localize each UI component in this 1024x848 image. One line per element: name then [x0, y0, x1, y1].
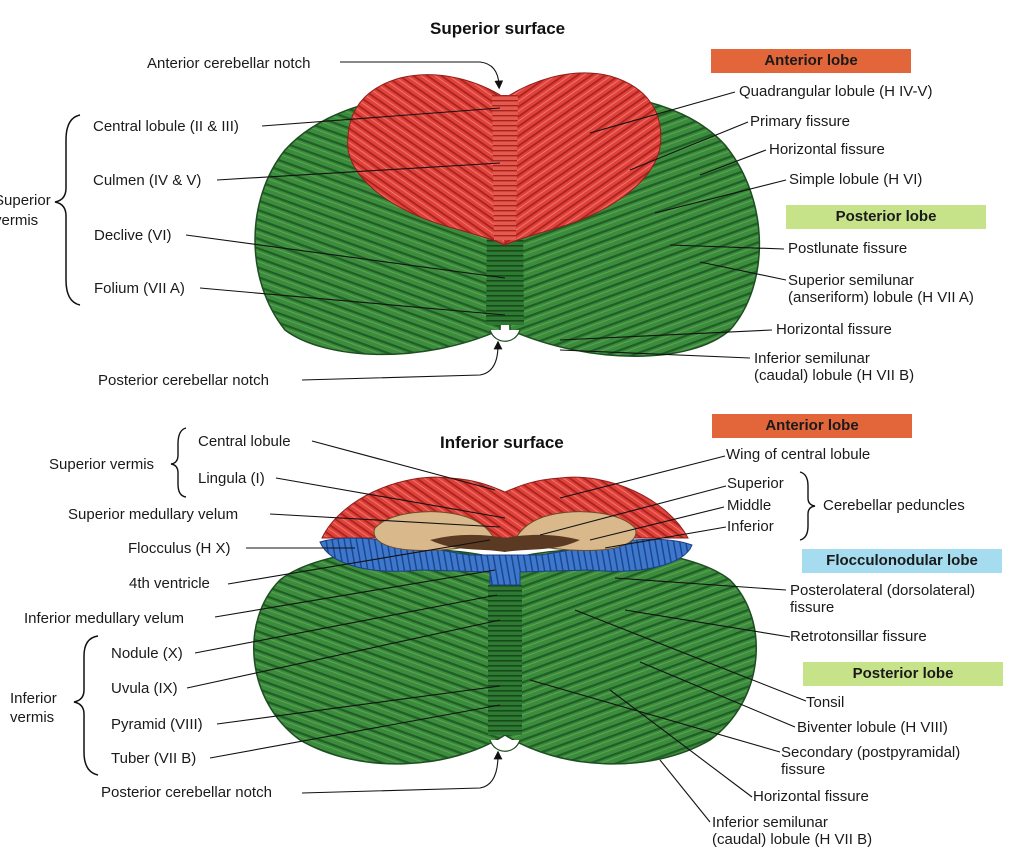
- horizontal-fissure-label-inferior: Horizontal fissure: [753, 788, 869, 805]
- flocculus-label: Flocculus (H X): [128, 540, 231, 557]
- inferior-medullary-velum-label: Inferior medullary velum: [24, 610, 185, 627]
- horizontal-fissure-label-superior-2: Horizontal fissure: [776, 321, 892, 338]
- anterior-cerebellar-notch-label: Anterior cerebellar notch: [147, 55, 311, 72]
- superior-anterior-lobe-left: [347, 74, 506, 246]
- retrotonsillar-fissure-label: Retrotonsillar fissure: [790, 628, 927, 645]
- superior-vermis-group-label: Superior vermis: [0, 192, 51, 229]
- inferior-vermis-item-uvula: Uvula (IX): [111, 680, 178, 697]
- posterior-cerebellar-notch-label-superior: Posterior cerebellar notch: [98, 372, 269, 389]
- flocculonodular-lobe-box: Flocculonodular lobe: [802, 549, 1002, 573]
- secondary-fissure-label: Secondary (postpyramidal) fissure: [781, 744, 961, 778]
- simple-lobule-label: Simple lobule (H VI): [789, 171, 923, 188]
- postlunate-fissure-label: Postlunate fissure: [788, 240, 908, 257]
- inferior-vermis-group-label: Inferior vermis: [10, 690, 57, 726]
- inferior-vermis-item-pyramid: Pyramid (VIII): [111, 716, 203, 733]
- posterior-cerebellar-notch-label-inferior: Posterior cerebellar notch: [101, 784, 272, 801]
- inferior-vermis: [488, 585, 522, 735]
- inferior-leader-lines: [186, 440, 807, 823]
- quadrangular-lobule-label: Quadrangular lobule (H IV-V): [739, 83, 933, 100]
- inferior-vermis-item-tuber: Tuber (VII B): [111, 750, 197, 767]
- superior-medullary-velum-label: Superior medullary velum: [68, 506, 239, 523]
- inferior-right-hemisphere: [504, 548, 757, 765]
- superior-surface-title: Superior surface: [430, 19, 566, 38]
- inferior-vermis-item-nodule: Nodule (X): [111, 645, 183, 662]
- peduncle-middle-label: Middle: [727, 497, 772, 514]
- tonsil-label: Tonsil: [806, 694, 845, 711]
- vermis-item-culmen: Culmen (IV & V): [93, 172, 202, 189]
- inferior-semilunar-lobule-label-inferior: Inferior semilunar (caudal) lobule (H VI…: [712, 814, 873, 848]
- superior-vermis-brace: [54, 114, 81, 306]
- peduncle-superior-label: Superior: [727, 475, 784, 492]
- lingula-label: Lingula (I): [198, 470, 265, 487]
- central-lobule-label-inferior: Central lobule: [198, 433, 291, 450]
- anterior-lobe-box-inferior: Anterior lobe: [712, 414, 912, 438]
- superior-semilunar-lobule-label: Superior semilunar (anseriform) lobule (…: [788, 272, 974, 306]
- inferior-vermis-brace: [73, 635, 99, 776]
- posterior-lobe-box-superior: Posterior lobe: [786, 205, 986, 229]
- wing-of-central-lobule-label: Wing of central lobule: [726, 446, 871, 463]
- inferior-surface-title: Inferior surface: [440, 433, 564, 452]
- inferior-left-hemisphere: [253, 548, 506, 765]
- vermis-item-declive: Declive (VI): [94, 227, 172, 244]
- cerebellar-peduncles-label: Cerebellar peduncles: [823, 497, 965, 514]
- peduncle-inferior-label: Inferior: [727, 518, 774, 535]
- inferior-fourth-ventricle: [430, 534, 580, 552]
- superior-anterior-lobe-right: [504, 72, 662, 246]
- superior-vermis-group-label-inferior: Superior vermis: [49, 456, 155, 473]
- anterior-lobe-box-superior: Anterior lobe: [711, 49, 911, 73]
- primary-fissure-label: Primary fissure: [750, 113, 851, 130]
- horizontal-fissure-label-superior-1: Horizontal fissure: [769, 141, 885, 158]
- cerebellar-peduncles-brace: [799, 471, 816, 541]
- superior-vermis-inferior-brace: [170, 427, 187, 498]
- inferior-semilunar-lobule-label-superior: Inferior semilunar (caudal) lobule (H VI…: [754, 350, 915, 384]
- vermis-item-central-lobule: Central lobule (II & III): [93, 118, 239, 135]
- superior-surface-illustration: [254, 72, 761, 357]
- superior-anterior-vermis: [492, 95, 518, 240]
- superior-leader-lines: [185, 61, 787, 381]
- posterolateral-fissure-label: Posterolateral (dorsolateral) fissure: [790, 582, 976, 616]
- biventer-lobule-label: Biventer lobule (H VIII): [797, 719, 948, 736]
- posterior-lobe-box-inferior: Posterior lobe: [803, 662, 1003, 686]
- inferior-surface-illustration: [253, 476, 757, 765]
- vermis-item-folium: Folium (VII A): [94, 280, 185, 297]
- fourth-ventricle-label: 4th ventricle: [129, 575, 210, 592]
